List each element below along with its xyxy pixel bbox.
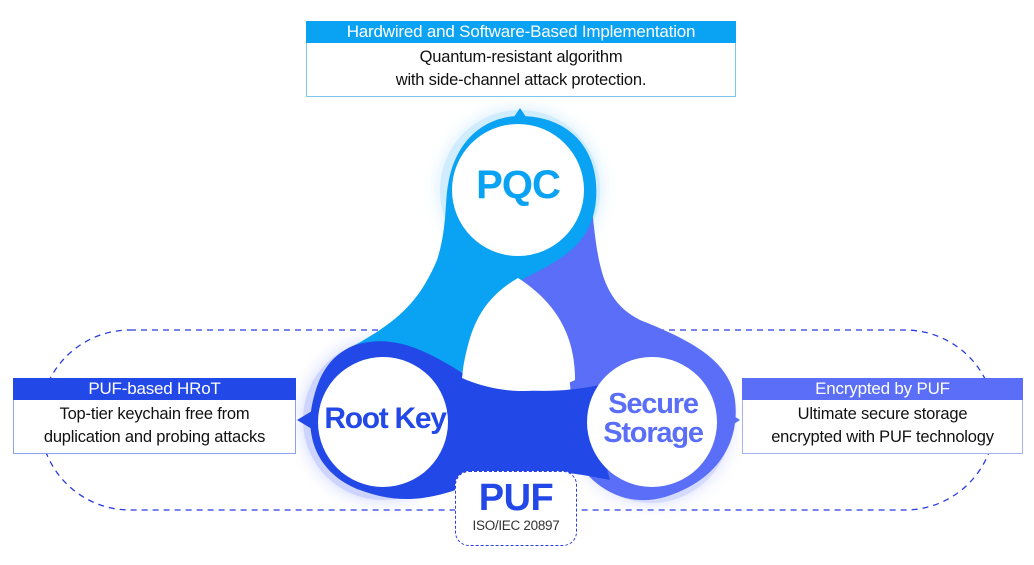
secure-storage-node (587, 357, 717, 487)
secure-storage-label-line: Secure (608, 388, 699, 420)
secure-storage-label-line: Storage (603, 417, 704, 449)
root-key-pointer (297, 411, 312, 429)
root-key-info-text: Top-tier keychain free from duplication … (14, 400, 295, 453)
pqc-label: PQC (476, 163, 561, 207)
secure-storage-info-line: encrypted with PUF technology (771, 428, 994, 446)
pqc-info-line: with side-channel attack protection. (395, 71, 647, 89)
pqc-info-heading: Hardwired and Software-Based Implementat… (306, 21, 736, 43)
pqc-info-line: Quantum-resistant algorithm (419, 48, 623, 66)
root-key-info-box: PUF-based HRoT Top-tier keychain free fr… (13, 378, 296, 454)
secure-storage-info-box: Encrypted by PUF Ultimate secure storage… (742, 378, 1023, 454)
secure-storage-label: Secure Storage (583, 390, 723, 448)
secure-storage-pointer (726, 411, 740, 429)
root-key-label: Root Key (324, 402, 447, 435)
root-key-info-line: Top-tier keychain free from (59, 405, 250, 423)
puf-standard: ISO/IEC 20897 (472, 518, 560, 533)
pqc-info-text: Quantum-resistant algorithm with side-ch… (307, 43, 735, 96)
pqc-node (452, 124, 584, 256)
pqc-info-box: Hardwired and Software-Based Implementat… (306, 21, 736, 97)
secure-storage-info-heading: Encrypted by PUF (742, 378, 1023, 400)
root-key-node (318, 357, 448, 487)
secure-storage-info-line: Ultimate secure storage (797, 405, 968, 423)
puf-title: PUF (478, 477, 554, 519)
pqc-pointer (512, 108, 528, 120)
puf-boundary-dashed (39, 329, 996, 511)
center-hole (462, 278, 575, 392)
secure-storage-info-text: Ultimate secure storage encrypted with P… (743, 400, 1022, 453)
root-key-info-heading: PUF-based HRoT (13, 378, 296, 400)
puf-badge: PUF ISO/IEC 20897 (455, 471, 577, 546)
root-key-info-line: duplication and probing attacks (43, 428, 266, 446)
